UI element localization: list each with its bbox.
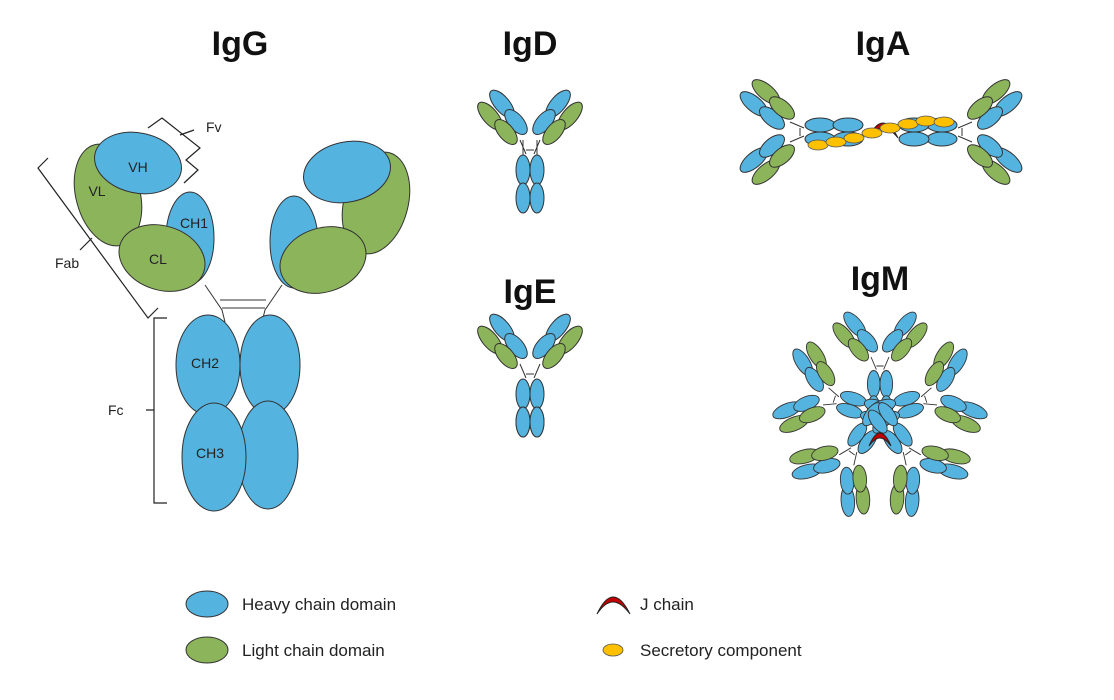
heavy-chain-swatch [185, 590, 229, 618]
cl-label: CL [149, 251, 167, 267]
igm-structure: IgM [763, 260, 997, 530]
ige-structure: IgE [472, 273, 588, 438]
igg-structure: IgG VH VL CH1 CL CH2 CH3 Fv Fab [37, 25, 411, 512]
hinge-region [204, 284, 283, 323]
cl-domain [118, 224, 206, 292]
igd-title: IgD [503, 25, 558, 63]
ch1-label: CH1 [180, 215, 208, 231]
fv-label: Fv [206, 119, 222, 135]
legend-j-chain-label: J chain [640, 595, 694, 614]
igd-structure: IgD [472, 25, 588, 214]
iga-title: IgA [856, 25, 911, 63]
secretory-component-swatch [602, 643, 624, 657]
heavy-chain-domain [237, 400, 299, 510]
ch3-domain [181, 402, 247, 512]
ch3-label: CH3 [196, 445, 224, 461]
light-chain-swatch [185, 636, 229, 664]
heavy-chain-domain [239, 314, 301, 416]
vl-label: VL [88, 183, 105, 199]
fab-label: Fab [55, 255, 79, 271]
light-chain-domain [279, 226, 367, 294]
legend-item-j-chain: J chain [596, 595, 694, 615]
secretory-component [807, 115, 955, 151]
iga-structure: IgA [735, 25, 1027, 190]
legend-item-heavy: Heavy chain domain [185, 590, 396, 618]
legend-light-label: Light chain domain [242, 641, 385, 660]
legend-item-light: Light chain domain [185, 636, 385, 664]
j-chain-swatch [596, 596, 631, 615]
fab-bracket [37, 157, 159, 319]
vh-label: VH [128, 159, 147, 175]
fv-bracket [147, 117, 201, 184]
fc-bracket [146, 317, 167, 504]
j-chain [868, 432, 892, 447]
ch2-label: CH2 [191, 355, 219, 371]
ige-title: IgE [504, 273, 557, 311]
heavy-chain-domain [303, 140, 391, 204]
legend-item-secretory: Secretory component [602, 641, 802, 660]
vh-domain [94, 131, 182, 195]
legend-heavy-label: Heavy chain domain [242, 595, 396, 614]
igg-title: IgG [212, 25, 269, 63]
legend-secretory-label: Secretory component [640, 641, 802, 660]
fc-label: Fc [108, 402, 124, 418]
igm-title: IgM [851, 260, 910, 298]
legend: Heavy chain domain Light chain domain J … [185, 590, 802, 664]
